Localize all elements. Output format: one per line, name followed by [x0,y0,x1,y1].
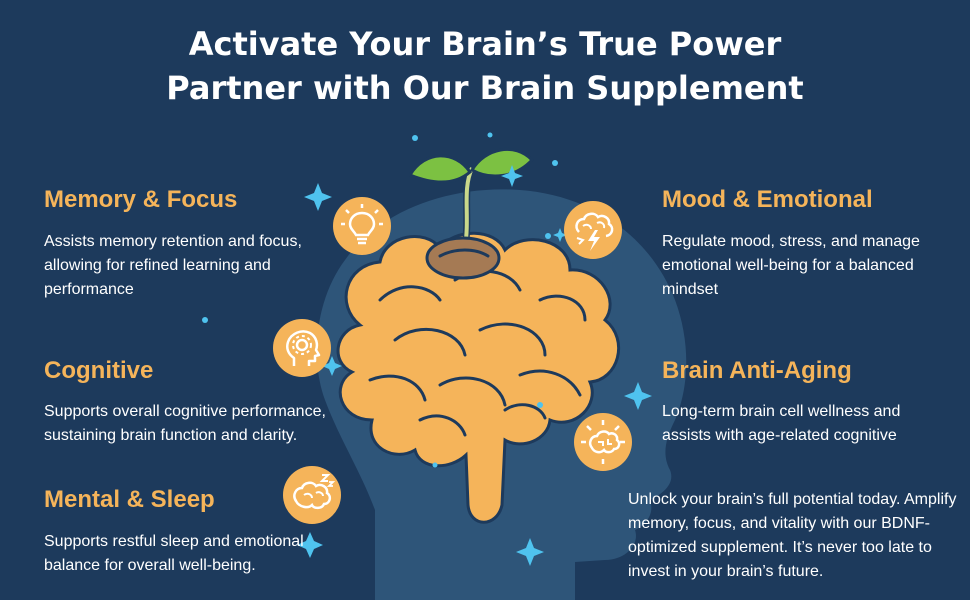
glowing-brain-icon [573,412,633,472]
page-title-line-1: Activate Your Brain’s True Power [188,25,782,63]
heading-mental-sleep: Mental & Sleep [44,486,215,513]
heading-memory-focus: Memory & Focus [44,186,238,213]
text-cognitive: Supports overall cognitive performance, … [44,403,326,444]
sprout-graphic [407,148,535,280]
text-mental-sleep: Supports restful sleep and emotional bal… [44,533,304,574]
lightbulb-icon [332,196,392,256]
sleeping-brain-icon [282,465,342,525]
text-mood-emotional: Regulate mood, stress, and manage emotio… [662,233,920,298]
head-gear-icon [272,318,332,378]
heading-mood-emotional: Mood & Emotional [662,186,873,213]
page-title-line-2: Partner with Our Brain Supplement [166,69,804,107]
heading-cognitive: Cognitive [44,357,154,384]
closing-statement: Unlock your brain’s full potential today… [628,491,957,580]
heading-brain-anti-aging: Brain Anti-Aging [662,357,852,384]
text-brain-anti-aging: Long-term brain cell wellness and assist… [662,403,901,444]
sparkle-decorations [202,132,652,566]
brain-lightning-icon [563,200,623,260]
text-memory-focus: Assists memory retention and focus, allo… [44,233,302,298]
